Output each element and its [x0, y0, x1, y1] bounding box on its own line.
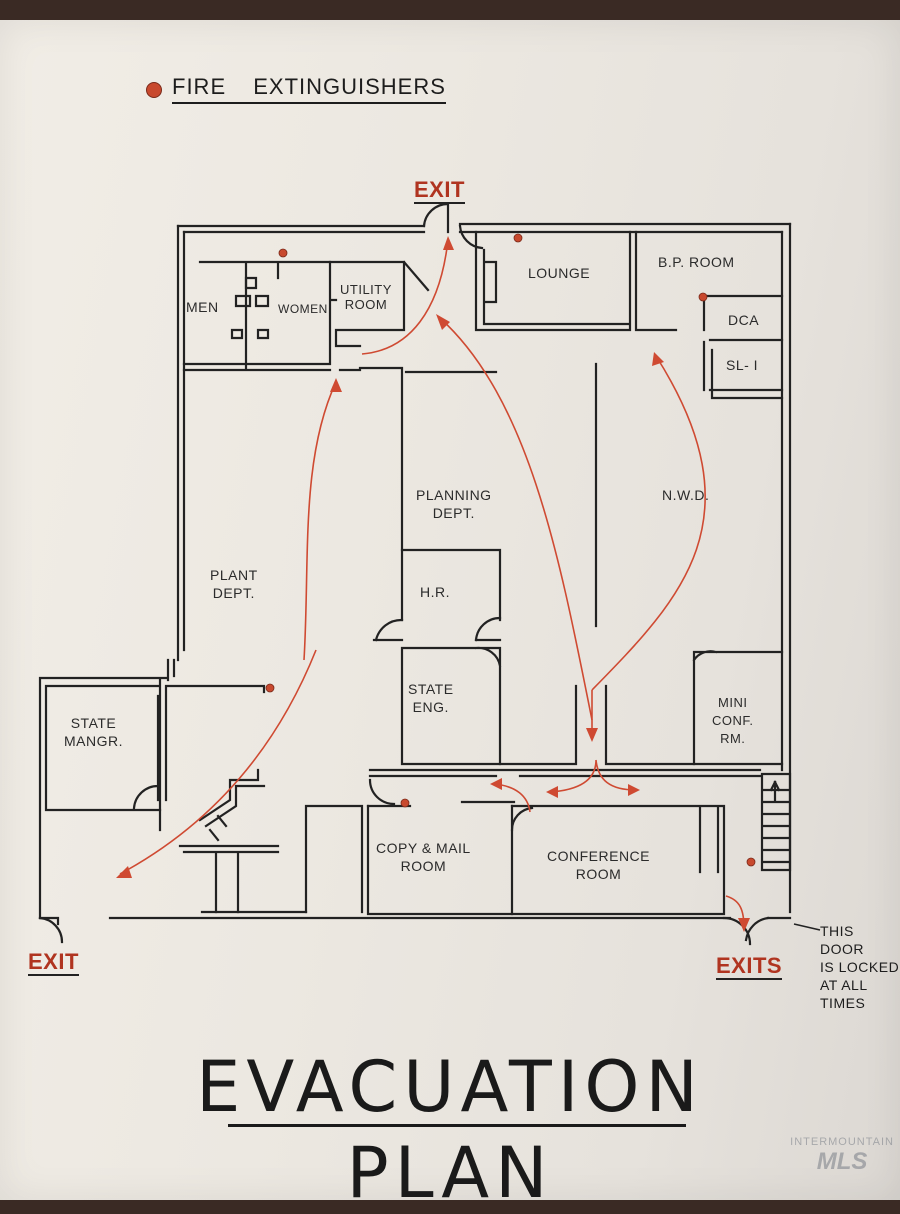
walls: [38, 202, 792, 946]
title-line2: PLAN: [346, 1132, 554, 1214]
room-bp: B.P. ROOM: [658, 254, 735, 270]
fire-extinguisher-markers: [265, 233, 756, 867]
conference-wall: [510, 804, 726, 916]
locked-door-note: THIS DOOR IS LOCKED AT ALL TIMES: [820, 923, 900, 1011]
watermark-line1: INTERMOUNTAIN: [790, 1136, 894, 1148]
route-planning-to-exit: [439, 317, 593, 721]
copy-conference-top: [304, 768, 762, 914]
route-arrowheads: [116, 236, 750, 932]
wall-bottom-outer: [38, 910, 792, 920]
hr-door: [374, 616, 502, 642]
lounge-wall: [474, 230, 632, 332]
arrowhead: [490, 778, 502, 790]
fire-extinguisher-legend-icon: [146, 82, 162, 98]
arrowhead: [436, 314, 450, 330]
arrowhead: [546, 786, 558, 798]
state-mangr-wall: [38, 676, 266, 920]
extinguisher-marker: [278, 248, 288, 258]
arrowhead: [586, 728, 598, 742]
arrowhead: [443, 236, 454, 250]
room-lounge: LOUNGE: [528, 265, 591, 281]
room-hr: H.R.: [420, 584, 450, 600]
exit-label-bottom-left: EXIT: [28, 949, 79, 976]
arrowhead: [652, 352, 664, 366]
restroom-fixtures: [230, 276, 270, 340]
arrowhead: [116, 866, 132, 878]
arrowhead: [628, 784, 640, 796]
room-men: MEN: [186, 299, 219, 315]
title-underline: [228, 1124, 686, 1127]
route-plant-north: [303, 381, 337, 661]
title-line1: EVACUATION: [196, 1046, 704, 1128]
legend-label: FIRE EXTINGUISHERS: [172, 74, 446, 104]
locked-door-pointer: [793, 923, 821, 931]
room-women: WOMEN: [278, 302, 328, 316]
route-plant-to-exit: [119, 649, 317, 875]
wall-left-inner: [172, 230, 186, 678]
route-utility-to-exit: [361, 239, 449, 355]
room-state-mangr: STATE MANGR.: [64, 715, 123, 749]
corridor-wall: [338, 366, 498, 374]
room-mini-conf: MINI CONF. RM.: [712, 695, 754, 746]
exit-door-bottom-left: [38, 916, 64, 944]
planning-wall: [400, 362, 598, 628]
extinguisher-marker: [400, 798, 410, 808]
bp-room-wall: [634, 230, 784, 400]
extinguisher-marker: [265, 683, 275, 693]
exit-label-top: EXIT: [414, 177, 465, 204]
reception-counter: [178, 768, 280, 914]
room-nwd: N.W.D.: [662, 487, 710, 503]
room-copy-mail: COPY & MAIL ROOM: [376, 840, 471, 874]
evacuation-routes: [119, 239, 745, 929]
room-dca: DCA: [728, 312, 760, 328]
route-center-to-nwd: [591, 355, 706, 691]
arrowhead: [738, 918, 750, 932]
watermark: INTERMOUNTAIN MLS: [790, 1136, 894, 1176]
room-plant: PLANT DEPT.: [210, 567, 258, 601]
corridor-center-walls: [498, 684, 696, 766]
extinguisher-marker: [513, 233, 523, 243]
room-utility: UTILITY ROOM: [340, 282, 392, 312]
exit-door-top: [422, 202, 484, 250]
watermark-line2: MLS: [816, 1148, 868, 1175]
utility-wall: [328, 260, 430, 348]
copy-room-wall: [366, 778, 514, 916]
room-sl1: SL- I: [726, 357, 759, 373]
arrowhead: [330, 378, 342, 392]
room-planning: PLANNING DEPT.: [416, 487, 492, 521]
restroom-wall: [182, 260, 338, 372]
exit-label-bottom-right: EXITS: [716, 953, 783, 980]
mini-conf-wall: [692, 650, 784, 766]
hr-wall: [372, 548, 502, 642]
wall-top-outer: [176, 222, 792, 228]
extinguisher-marker: [746, 857, 756, 867]
route-conference-split: [493, 759, 637, 813]
room-state-eng: STATE ENG.: [408, 681, 454, 715]
wall-left-outer: [158, 224, 180, 832]
room-conference: CONFERENCE ROOM: [547, 848, 651, 882]
stairs: [760, 772, 792, 872]
paper-sheet: [0, 20, 900, 1200]
extinguisher-marker: [698, 292, 708, 302]
